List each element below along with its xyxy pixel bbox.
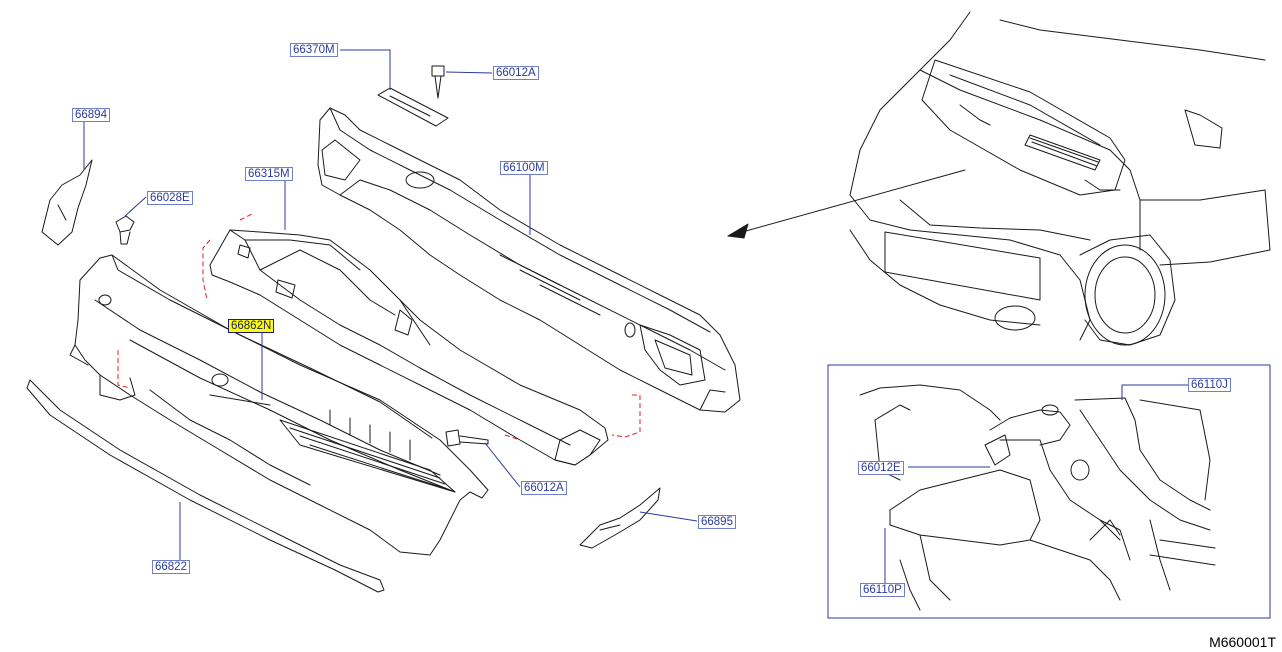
seal-66895 bbox=[579, 487, 661, 549]
part-label-66012A-mid[interactable]: 66012A bbox=[521, 481, 567, 495]
bracket-66370M bbox=[377, 87, 449, 127]
diagram-code: M660001T bbox=[1209, 634, 1276, 650]
part-label-66110J[interactable]: 66110J bbox=[1188, 378, 1231, 392]
part-label-66370M[interactable]: 66370M bbox=[290, 43, 338, 57]
part-label-66110P[interactable]: 66110P bbox=[860, 583, 905, 597]
part-label-66012E[interactable]: 66012E bbox=[858, 461, 904, 475]
part-label-66862N[interactable]: 66862N bbox=[228, 319, 275, 333]
part-label-66894[interactable]: 66894 bbox=[72, 108, 110, 122]
part-label-66822[interactable]: 66822 bbox=[152, 560, 190, 574]
part-label-66028E[interactable]: 66028E bbox=[147, 191, 193, 205]
direction-arrow bbox=[727, 169, 966, 239]
leader-lines bbox=[83, 49, 1188, 585]
clip-66028E bbox=[115, 215, 135, 245]
part-label-66895[interactable]: 66895 bbox=[698, 515, 736, 529]
part-label-66100M[interactable]: 66100M bbox=[500, 161, 548, 175]
detail-inset-drawing bbox=[859, 384, 1216, 611]
vehicle-overview bbox=[849, 11, 1271, 346]
bolt-66012A-mid bbox=[445, 429, 489, 447]
weatherstrip-66822 bbox=[26, 379, 385, 593]
detail-inset-frame bbox=[827, 364, 1271, 619]
cowl-member-66100M bbox=[317, 107, 741, 413]
cowl-panel-66315M bbox=[209, 229, 609, 466]
bolt-66012A-top bbox=[431, 65, 445, 99]
part-label-66012A-top[interactable]: 66012A bbox=[493, 66, 539, 80]
seal-66894 bbox=[41, 159, 93, 246]
cowl-top-cover-66862N bbox=[69, 254, 489, 556]
alignment-guides bbox=[117, 213, 641, 441]
part-label-66315M[interactable]: 66315M bbox=[245, 167, 293, 181]
